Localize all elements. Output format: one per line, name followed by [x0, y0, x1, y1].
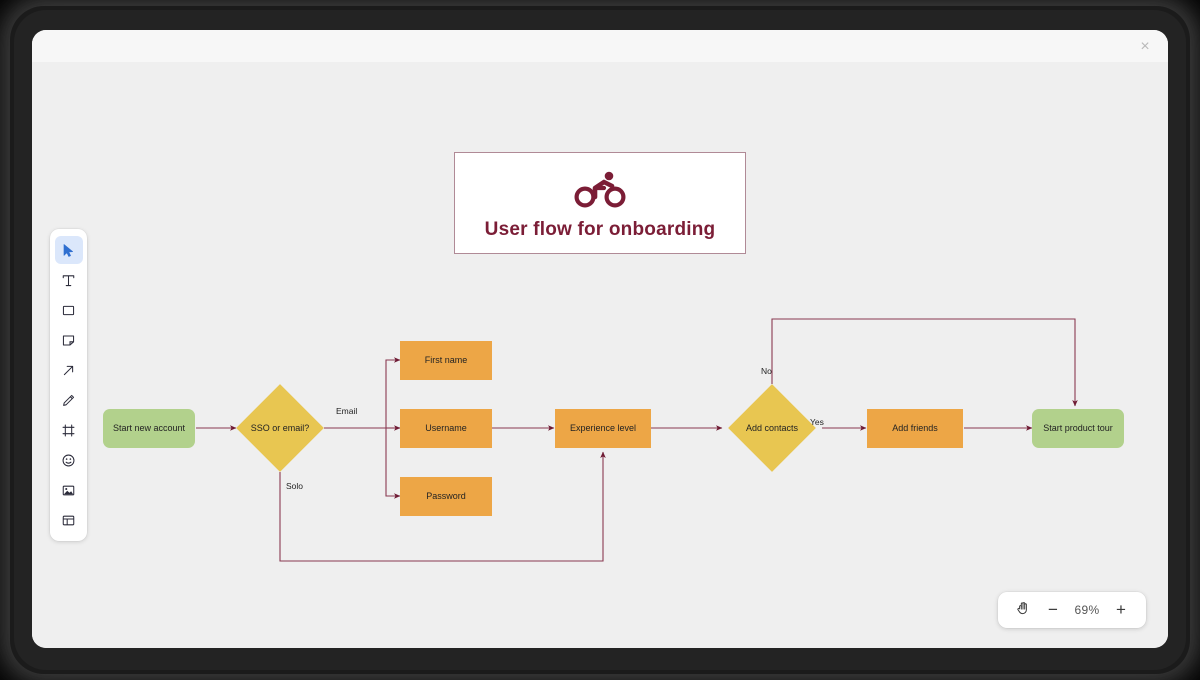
flowchart: Start new account SSO or email? First na… [32, 62, 1168, 648]
bicycle-icon [574, 170, 626, 213]
node-label: SSO or email? [250, 423, 310, 433]
layout-icon [61, 513, 76, 528]
node-label: Password [426, 490, 466, 501]
rectangle-icon [61, 303, 76, 318]
edge-label-email: Email [336, 406, 358, 416]
sticky-note-icon [61, 333, 76, 348]
edge-label-no: No [761, 366, 772, 376]
node-label: Start product tour [1043, 422, 1113, 433]
frame-icon [61, 423, 76, 438]
edge-label-solo: Solo [286, 481, 304, 491]
node-start-product-tour[interactable]: Start product tour [1032, 409, 1124, 448]
node-start[interactable]: Start new account [103, 409, 195, 448]
node-label: Add contacts [745, 423, 799, 433]
image-icon [61, 483, 76, 498]
zoom-out-button[interactable]: − [1048, 600, 1058, 619]
hand-icon [1015, 600, 1031, 621]
edge-label-yes: Yes [810, 417, 824, 427]
shape-tool[interactable] [55, 296, 83, 324]
node-label: First name [424, 354, 468, 365]
emoji-tool[interactable] [55, 446, 83, 474]
frame-tool[interactable] [55, 416, 83, 444]
node-label: Start new account [112, 422, 186, 433]
template-tool[interactable] [55, 506, 83, 534]
zoom-in-button[interactable]: + [1116, 600, 1126, 619]
text-icon [61, 273, 76, 288]
zoom-level-label: 69% [1074, 603, 1100, 617]
page-title: User flow for onboarding [484, 218, 716, 240]
node-add-friends[interactable]: Add friends [867, 409, 963, 448]
node-sso-decision[interactable]: SSO or email? [236, 384, 324, 472]
node-first-name[interactable]: First name [400, 341, 492, 380]
whiteboard-canvas[interactable]: Start new account SSO or email? First na… [32, 62, 1168, 648]
app-screen: × [32, 30, 1168, 648]
arrow-tool[interactable] [55, 356, 83, 384]
flow-connectors [196, 318, 1078, 562]
arrow-icon [61, 363, 76, 378]
image-tool[interactable] [55, 476, 83, 504]
title-card[interactable]: User flow for onboarding [454, 152, 746, 254]
pen-tool[interactable] [55, 386, 83, 414]
node-experience-level[interactable]: Experience level [555, 409, 651, 448]
smiley-icon [61, 453, 76, 468]
sticky-note-tool[interactable] [55, 326, 83, 354]
tools-palette[interactable] [50, 229, 87, 541]
text-tool[interactable] [55, 266, 83, 294]
node-label: Username [425, 422, 467, 433]
window-titlebar: × [32, 30, 1168, 62]
hand-tool-button[interactable] [1010, 597, 1036, 623]
node-label: Add friends [892, 422, 938, 433]
pencil-icon [61, 393, 76, 408]
node-username[interactable]: Username [400, 409, 492, 448]
node-label: Experience level [569, 422, 637, 433]
cursor-icon [61, 243, 76, 258]
node-password[interactable]: Password [400, 477, 492, 516]
zoom-control-bar[interactable]: − 69% + [998, 592, 1146, 628]
select-tool[interactable] [54, 236, 83, 264]
node-add-contacts-decision[interactable]: Add contacts [728, 384, 816, 472]
close-icon[interactable]: × [1140, 38, 1150, 55]
